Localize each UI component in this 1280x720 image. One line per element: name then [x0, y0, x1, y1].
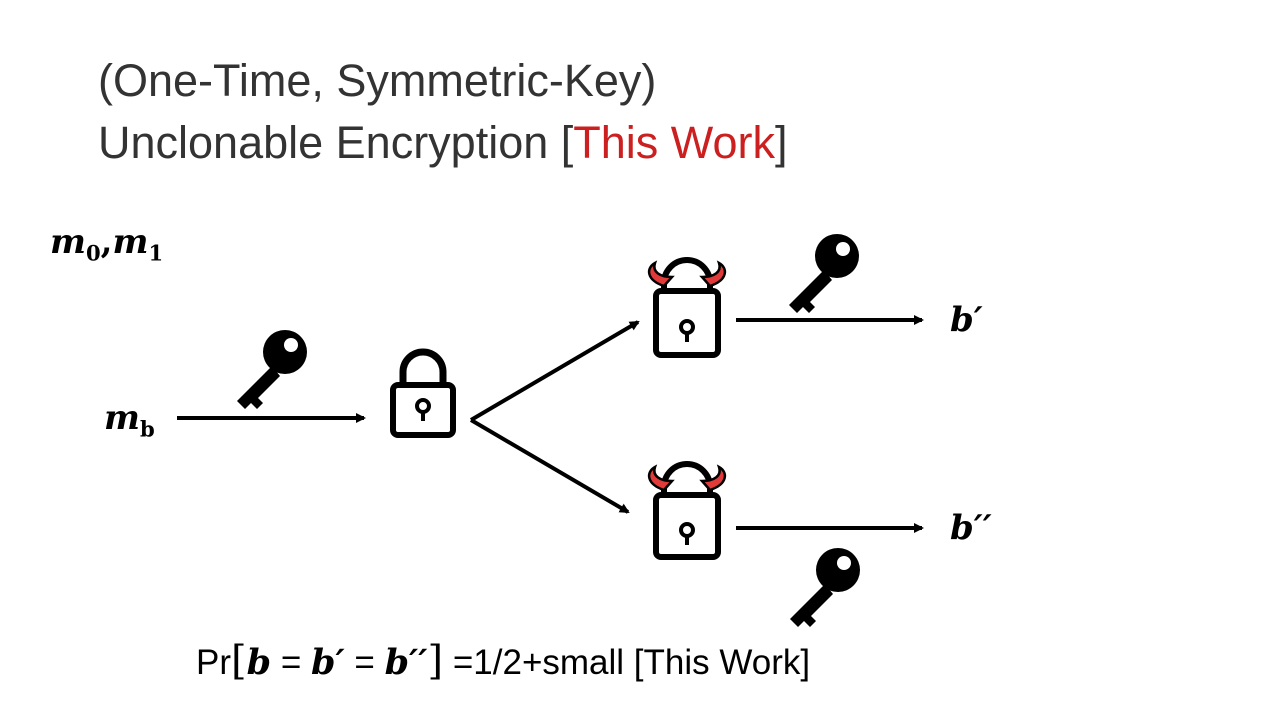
formula-equals-2: =: [344, 643, 385, 682]
comma-separator: ,: [100, 222, 113, 262]
b-prime-label: b′: [950, 300, 983, 340]
padlock-icon: [393, 352, 453, 435]
title-highlight-this-work: This Work: [573, 117, 775, 168]
formula-open-bracket: [: [231, 638, 247, 684]
message-mb-label: mb: [104, 398, 155, 441]
m0-symbol: m: [50, 222, 86, 262]
arrow-lock-to-adversary-top: [469, 320, 640, 422]
m1-subscript: 1: [148, 240, 164, 266]
key-icon-top: [789, 234, 859, 313]
mb-subscript: b: [139, 416, 155, 442]
key-icon: [237, 330, 307, 409]
b-double-prime-label: b′′: [950, 508, 992, 548]
mb-symbol: m: [104, 398, 140, 438]
messages-m0-m1-label: m0,m1: [50, 222, 163, 265]
title-line-2-suffix: ]: [774, 117, 788, 168]
arrow-lock-to-adversary-bottom: [469, 418, 630, 514]
formula-b: b: [246, 642, 272, 683]
title-line-1: (One-Time, Symmetric-Key): [98, 55, 657, 106]
formula-close-bracket: ]: [427, 638, 444, 684]
title-line-2: Unclonable Encryption [This Work]: [98, 112, 787, 174]
probability-formula: Pr[b = b′ = b′′] =1/2+small [This Work]: [196, 636, 810, 688]
m1-symbol: m: [112, 222, 149, 262]
formula-pr: Pr: [196, 643, 231, 682]
formula-result: =1/2+small [This Work]: [443, 643, 811, 682]
devil-padlock-icon-bottom: [647, 461, 727, 560]
devil-padlock-icon-top: [647, 257, 727, 358]
title-line-2-prefix: Unclonable Encryption [: [98, 117, 574, 168]
formula-b-double-prime: b′′: [384, 642, 428, 683]
formula-equals-1: =: [271, 643, 311, 682]
formula-b-prime: b′: [310, 642, 345, 683]
m0-subscript: 0: [85, 240, 101, 266]
key-icon-bottom: [790, 548, 860, 627]
slide-title: (One-Time, Symmetric-Key) Unclonable Enc…: [98, 50, 787, 174]
